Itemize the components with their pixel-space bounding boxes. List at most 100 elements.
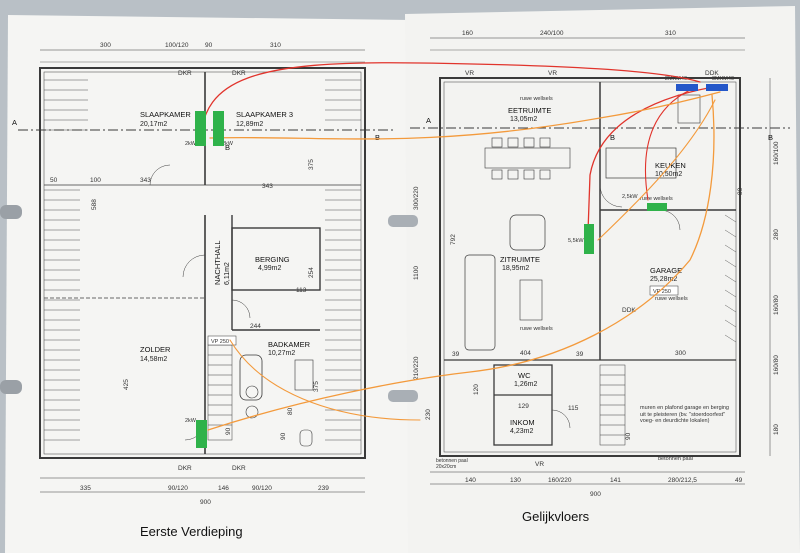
bottom-dim: 146 [218,485,229,492]
window-label: DKR [232,465,246,472]
room-name: BERGING [255,255,290,264]
window-label: DKR [178,70,192,77]
inner-dim: 100 [90,177,101,184]
bathtub [239,354,263,401]
room-name: NACHTHALL [213,240,222,285]
inner-dim: 244 [250,323,261,330]
inner-dim: 115 [568,405,579,412]
left-dim: 1100 [413,266,420,280]
binder-ring [0,380,22,394]
inner-dim: 425 [123,379,130,390]
overall-dim: 900 [590,491,601,498]
pillar-note: betonnen paal 20x20cm [436,458,468,470]
right-page [405,6,800,553]
kitchen-sink [677,94,701,124]
window-label: VR [465,70,474,77]
inner-dim: 80 [737,187,744,195]
left-dim: 210/220 [413,356,420,380]
vp-label: VP 250 [211,339,229,345]
inner-dim: 90 [280,432,287,440]
room-name: EETRUIMTE [508,106,551,115]
inner-dim: 343 [140,177,151,184]
binder-ring [388,215,418,227]
room-area: 10,50m2 [655,171,682,178]
red-route [199,62,701,141]
bottom-dim: 280/212,5 [668,477,697,484]
red-route [645,89,691,201]
room-name: GARAGE [650,266,682,275]
window-label: VR [548,70,557,77]
binder-ring [388,390,418,402]
inner-dim: 792 [450,234,457,245]
indoor-unit-bedroom [195,111,206,146]
bottom-dim: 239 [318,485,329,492]
section-marker: B [225,143,230,152]
room-area: 10,27m2 [268,350,295,357]
sink [245,385,259,399]
left-plan-caption: Eerste Verdieping [140,524,243,539]
roof-hatch-left [44,79,88,441]
inner-dim: 120 [473,384,480,395]
note-text: ruwe wellsels [640,196,673,202]
inner-dim: 375 [308,159,315,170]
vp-box [207,335,237,346]
room-area: 14,58m2 [140,356,167,363]
section-marker: A [426,116,431,125]
unit-tag: 2kW [185,141,197,147]
inner-dim: 113 [296,287,307,294]
indoor-unit-bathroom [196,420,207,448]
orange-route [229,339,421,421]
staircase-right [599,364,626,446]
vp-box [649,285,679,296]
dining-table [484,137,571,180]
room-area: 25,28m2 [650,276,677,283]
unit-tag: 5,5kW [568,238,584,244]
room-area: 12,89m2 [236,121,263,128]
overall-dim: 900 [200,499,211,506]
room-area: 13,05m2 [510,116,537,123]
room-area: 6,11m2 [224,262,231,285]
room-area: 1,26m2 [514,381,537,388]
inner-dim: 375 [313,381,320,392]
binder-ring [0,205,22,219]
top-dim: 310 [270,42,281,49]
indoor-unit-living [584,224,594,254]
inner-dim: 90 [625,432,632,440]
red-route [587,84,726,233]
inner-dim: 90 [225,427,232,435]
inner-dim: 50 [50,177,58,184]
room-name: SLAAPKAMER [140,110,191,119]
staircase-left [207,344,233,441]
orange-route [209,91,721,140]
section-marker: B [768,133,773,142]
top-dim: 310 [665,30,676,37]
orange-route [207,94,715,431]
unit-tag: 3MXM40 [712,76,734,82]
bottom-dim: 49 [735,477,743,484]
bottom-dim: 141 [610,477,621,484]
bottom-dim: 140 [465,477,476,484]
right-dim: 160/80 [773,295,780,315]
inner-dim: 300 [675,350,686,357]
armchair [509,214,546,251]
left-page [5,15,412,553]
inner-dim: 39 [576,351,584,358]
inner-dim: 80 [287,407,294,415]
unit-tag: 2,5kW [622,194,638,200]
window-label: VR [535,461,544,468]
outdoor-unit-3mxm40 [706,84,728,91]
inner-dim: 254 [308,267,315,278]
left-dim: 300/220 [413,186,420,210]
room-area: 20,17m2 [140,121,167,128]
kitchen-counter [605,147,677,179]
garage-hatch [724,214,737,343]
unit-tag: 2kW [185,418,197,424]
sink [245,405,259,419]
note-text: betonnen paal [658,456,693,462]
section-marker: B [610,133,615,142]
right-plan-caption: Gelijkvloers [522,509,590,524]
toilet [299,429,313,447]
left-plan-labels: 300 100/120 90 310 DKR DKR DKR DKR A B B… [12,42,380,506]
note-text: ruwe wellsels [655,296,688,302]
room-area: 4,23m2 [510,428,533,435]
